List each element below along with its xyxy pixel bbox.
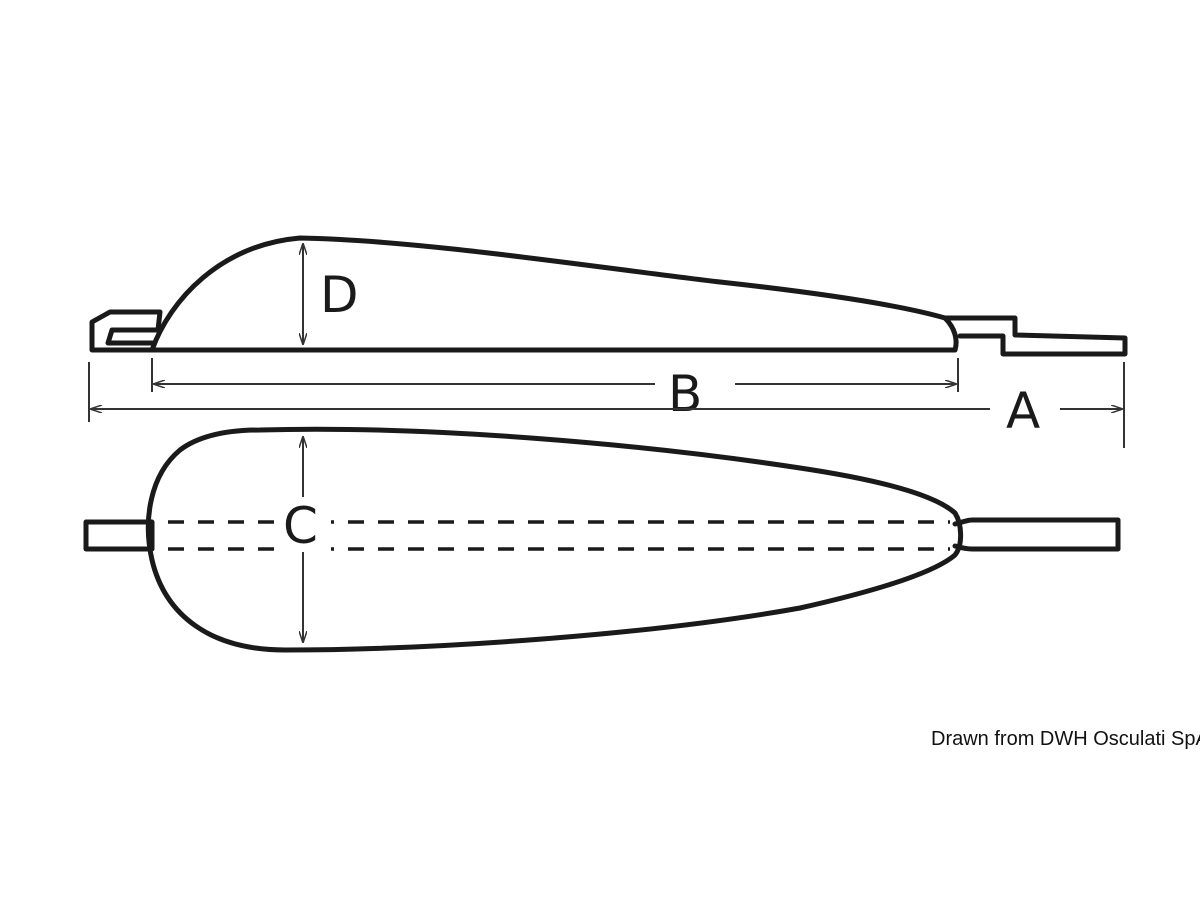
dimension-b: B <box>151 358 959 423</box>
dimension-c-label: C <box>283 497 318 555</box>
left-mounting-strap <box>89 309 163 353</box>
dimension-b-label: B <box>668 365 702 423</box>
side-view <box>89 235 1128 357</box>
side-view-body <box>149 235 959 353</box>
left-stub <box>83 519 155 552</box>
right-mounting-strap <box>942 315 1128 357</box>
right-stub <box>952 517 1121 552</box>
dimension-a: A <box>88 362 1125 448</box>
dimension-d-label: D <box>320 266 359 324</box>
dimension-a-label: A <box>1006 382 1040 440</box>
dimension-c: C <box>275 437 331 642</box>
top-view-body <box>145 426 964 653</box>
top-view <box>83 426 1121 653</box>
credit-text: Drawn from DWH Osculati SpA <box>931 728 1200 750</box>
dimension-d: D <box>303 244 359 344</box>
